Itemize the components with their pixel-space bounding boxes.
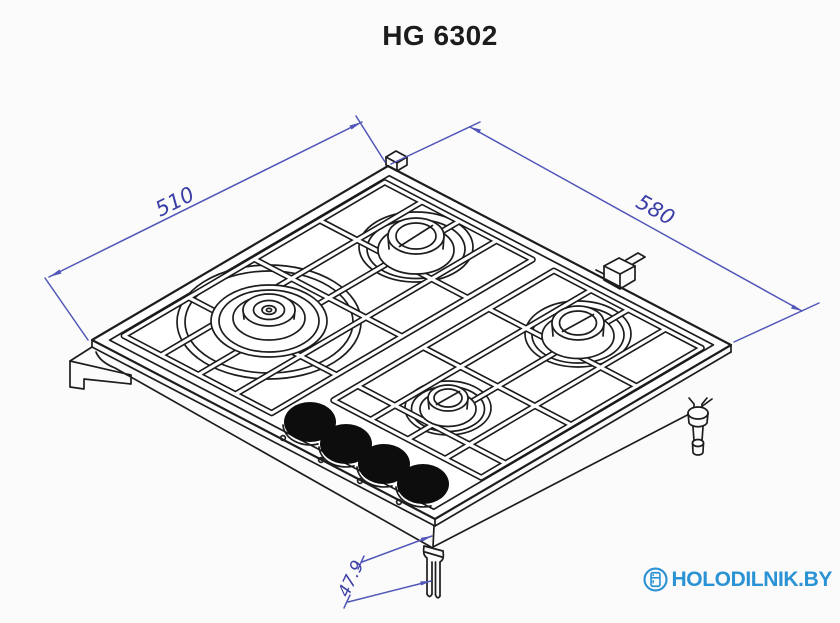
control-knob-2	[320, 424, 372, 464]
page-title: HG 6302	[382, 20, 498, 51]
dimension-height-47-9: 47.9	[334, 535, 433, 609]
hob-chassis	[91, 339, 732, 548]
burner-front-small	[419, 384, 477, 428]
fridge-icon	[642, 567, 668, 592]
burner-rear-left	[377, 217, 455, 275]
panel-screw	[279, 434, 287, 442]
control-knob-3	[358, 444, 410, 484]
brand-logo: HOLODILNIK.BY	[642, 566, 832, 593]
brand-logo-text: HOLODILNIK.BY	[671, 567, 833, 591]
dimension-label-580: 580	[632, 190, 679, 230]
burner-wok-large	[210, 284, 328, 358]
mounting-bracket	[69, 346, 132, 390]
burner-cap-slash	[398, 224, 434, 248]
dimension-label-510: 510	[152, 182, 199, 221]
control-knob-4	[397, 464, 449, 504]
dimension-label-47-9: 47.9	[334, 558, 368, 601]
burner-rear-right	[541, 305, 615, 360]
gas-connector	[595, 252, 646, 290]
panel-screw	[395, 498, 403, 506]
back-corner-tab	[385, 150, 408, 172]
panel-screw	[317, 456, 325, 464]
panel-screw	[356, 477, 364, 485]
control-panel	[279, 402, 449, 508]
burner-cap-slash	[435, 390, 461, 406]
foot-front	[422, 545, 445, 599]
adjustable-foot-right	[687, 397, 709, 456]
control-knob-1	[284, 402, 336, 442]
burner-cap-slash	[561, 313, 595, 333]
